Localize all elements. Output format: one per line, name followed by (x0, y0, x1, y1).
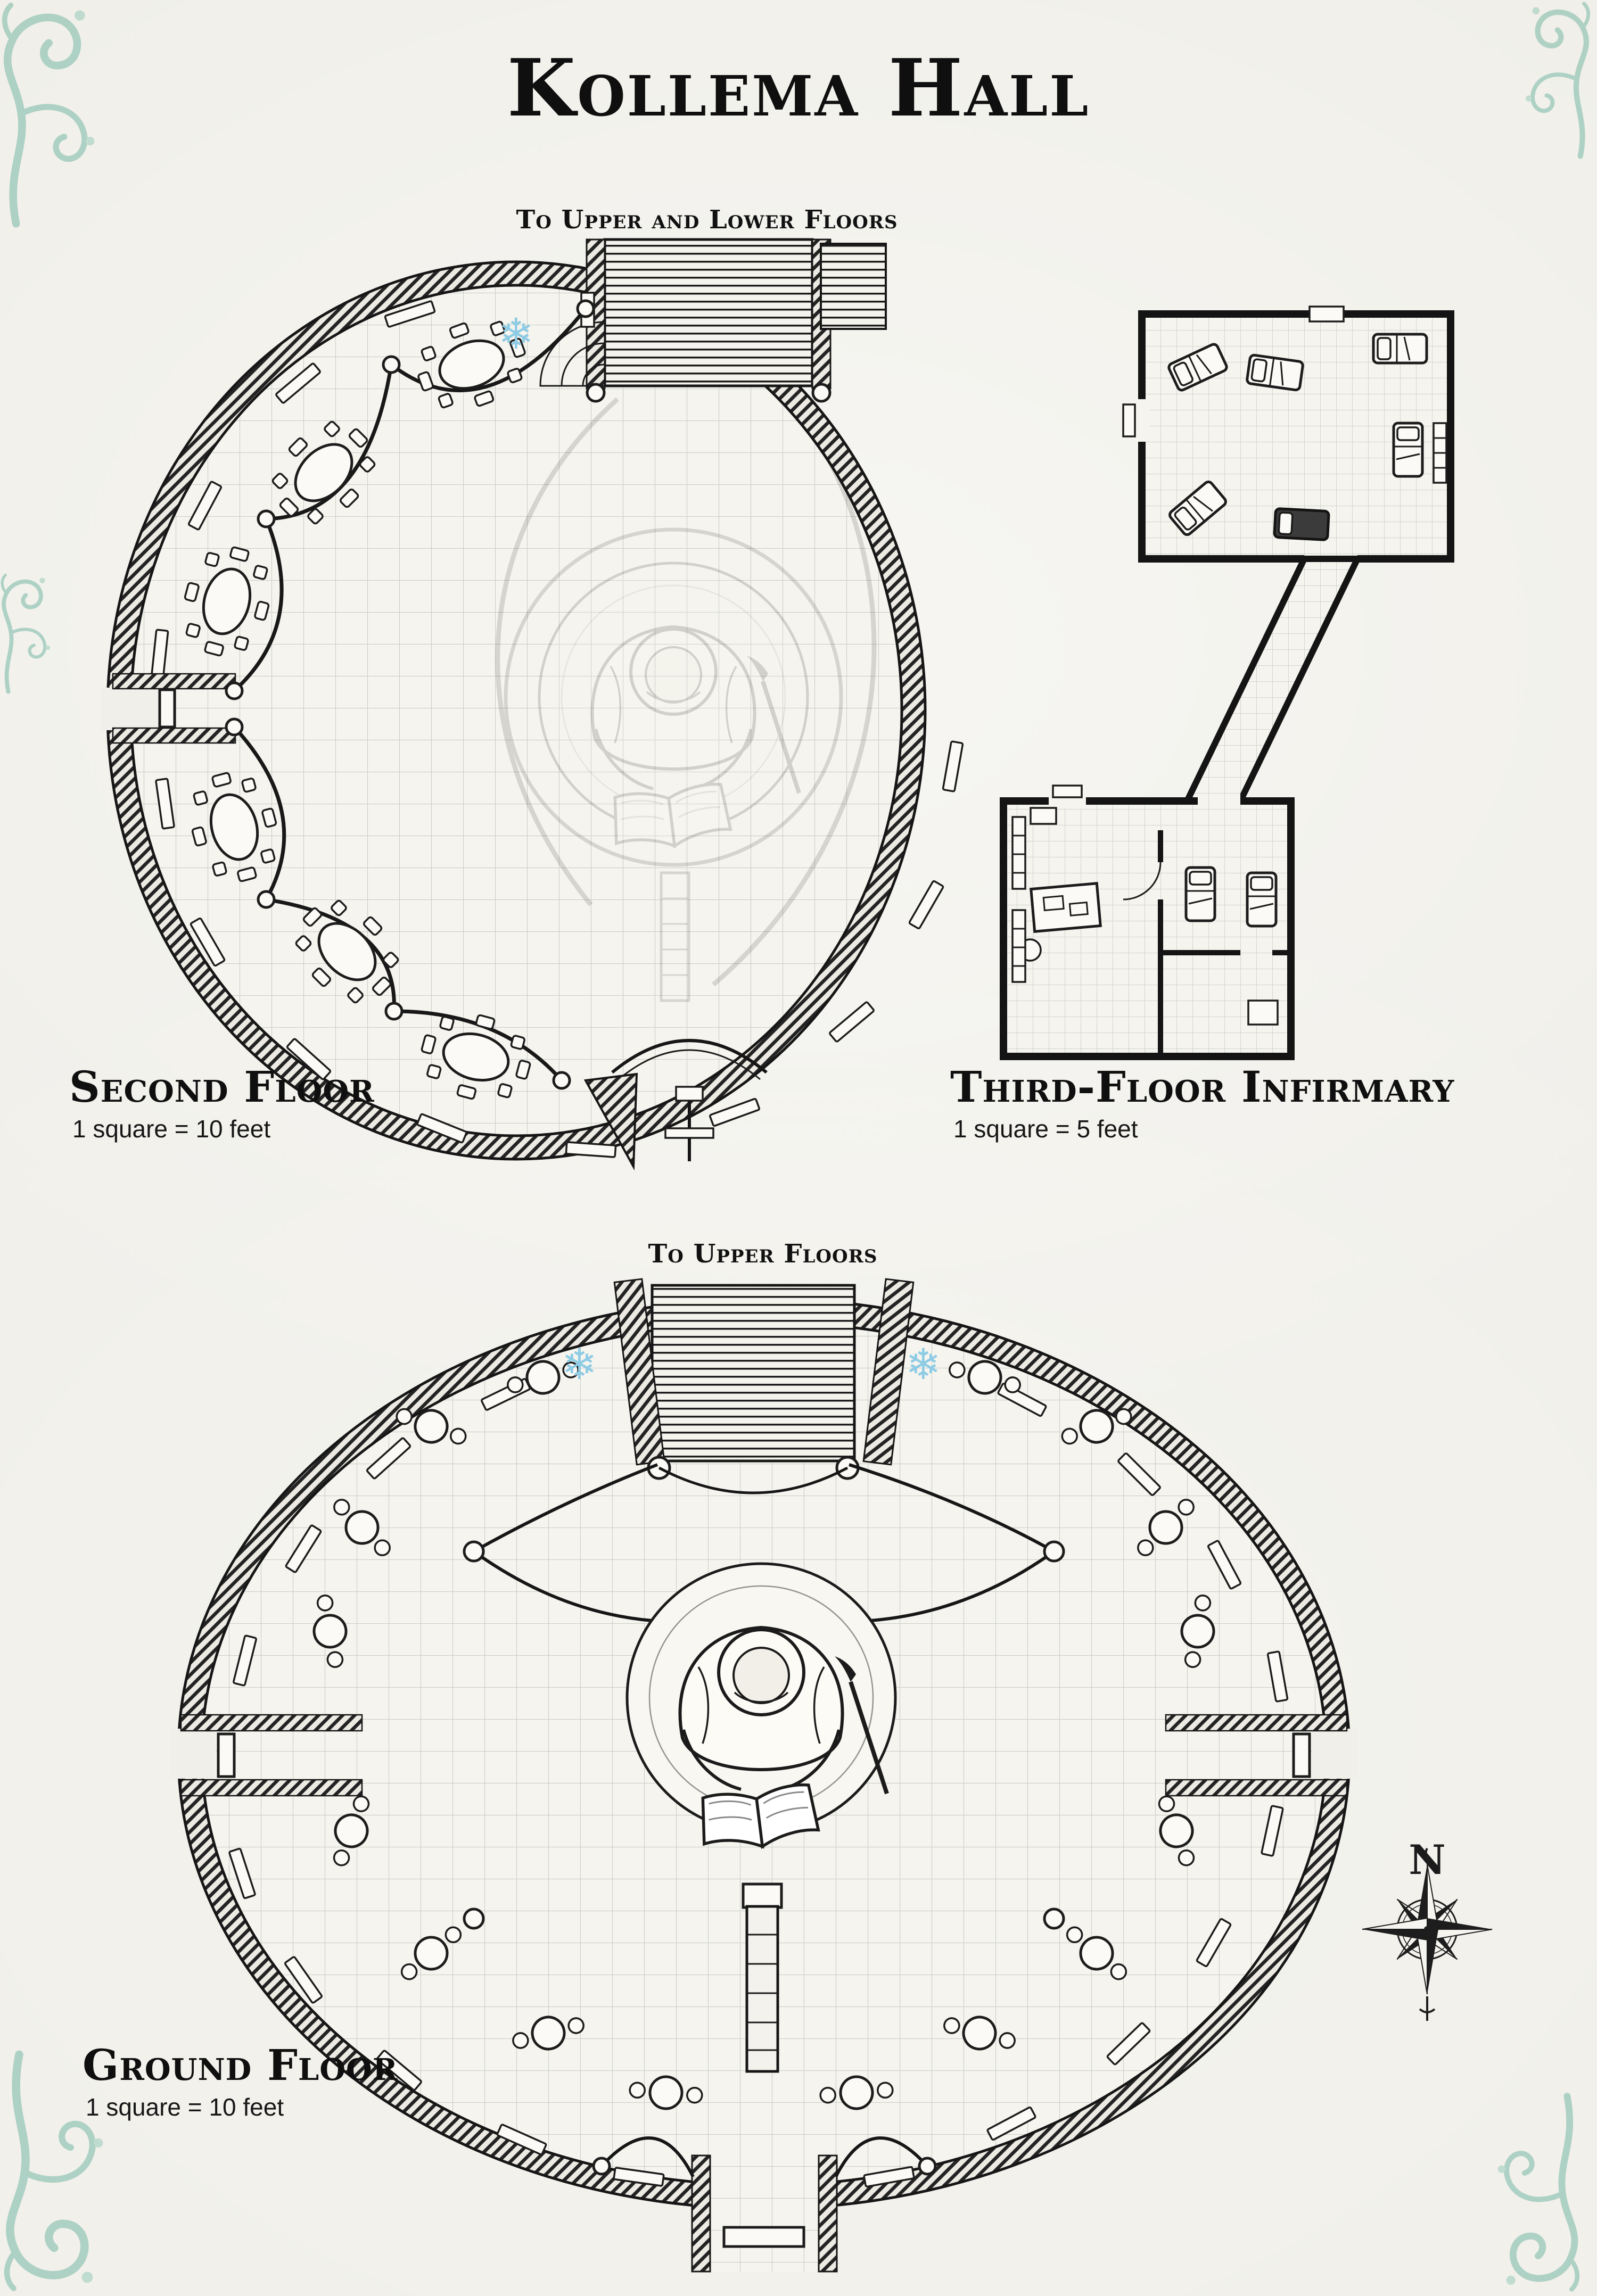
infirmary-caption: Third-Floor Infirmary 1 square = 5 feet (950, 1064, 1454, 1143)
snowflake-icon: ❄ (905, 1340, 942, 1389)
desk (1030, 882, 1102, 933)
night-table (1247, 1000, 1279, 1026)
bookshelf (1011, 816, 1026, 983)
infirmary-map (1000, 305, 1454, 1060)
west-entrance (170, 1714, 363, 1797)
bed (1373, 334, 1427, 363)
bed-dark (1273, 507, 1330, 541)
page-title: Kollema Hall (507, 42, 1090, 134)
ground-floor-title: Ground Floor (83, 2040, 398, 2090)
stair-wedge (583, 1072, 638, 1171)
infirmary-scale: 1 square = 5 feet (953, 1115, 1138, 1143)
bed (1394, 423, 1422, 476)
lectern (742, 1882, 783, 2073)
door (1052, 784, 1083, 798)
west-door (217, 1732, 236, 1778)
ground-floor-ghost (495, 397, 877, 1002)
stairs-to-upper-and-lower-floors (539, 238, 887, 403)
ground-floor-stairs-label: To Upper Floors (648, 1239, 878, 1269)
rail-ropes (473, 1463, 1055, 1622)
bed (1247, 354, 1304, 390)
bed (1186, 868, 1215, 921)
balcony-rail (611, 1039, 768, 1080)
door (1122, 403, 1136, 437)
snowflake-icon: ❄ (562, 1340, 598, 1389)
second-floor-title: Second Floor (69, 1062, 375, 1112)
east-entrance (1165, 1714, 1357, 1797)
west-door (158, 688, 176, 729)
door (1308, 305, 1345, 323)
infirmary-title: Third-Floor Infirmary (950, 1062, 1455, 1112)
snowflake-icon: ❄ (498, 309, 534, 359)
balcony-lectern (664, 1086, 714, 1161)
chest (1030, 807, 1057, 825)
infirmary-lower-room (1000, 784, 1295, 1060)
edge-flourish-left (0, 572, 51, 695)
second-floor-stairs-label: To Upper and Lower Floors (516, 205, 898, 235)
ground-floor-caption: Ground Floor 1 square = 10 feet (83, 2043, 398, 2121)
door-swing (1123, 862, 1162, 901)
ground-floor-map (170, 1278, 1357, 2273)
south-door (722, 2226, 805, 2248)
second-floor-caption: Second Floor 1 square = 10 feet (69, 1064, 375, 1143)
ground-floor-scale: 1 square = 10 feet (86, 2093, 284, 2121)
bed (1247, 873, 1276, 926)
compass-rose-icon (1362, 1847, 1493, 2021)
stairs-to-upper-floors (613, 1278, 915, 1494)
infirmary-corridor (1182, 556, 1363, 804)
second-floor-map (101, 238, 964, 1171)
second-floor-scale: 1 square = 10 feet (72, 1115, 271, 1143)
infirmary-upper-room (1122, 305, 1454, 566)
east-door (1292, 1732, 1311, 1778)
west-entrance (101, 673, 236, 744)
south-entrance (594, 2136, 935, 2273)
corner-flourish-bottom-right (1494, 2092, 1584, 2294)
